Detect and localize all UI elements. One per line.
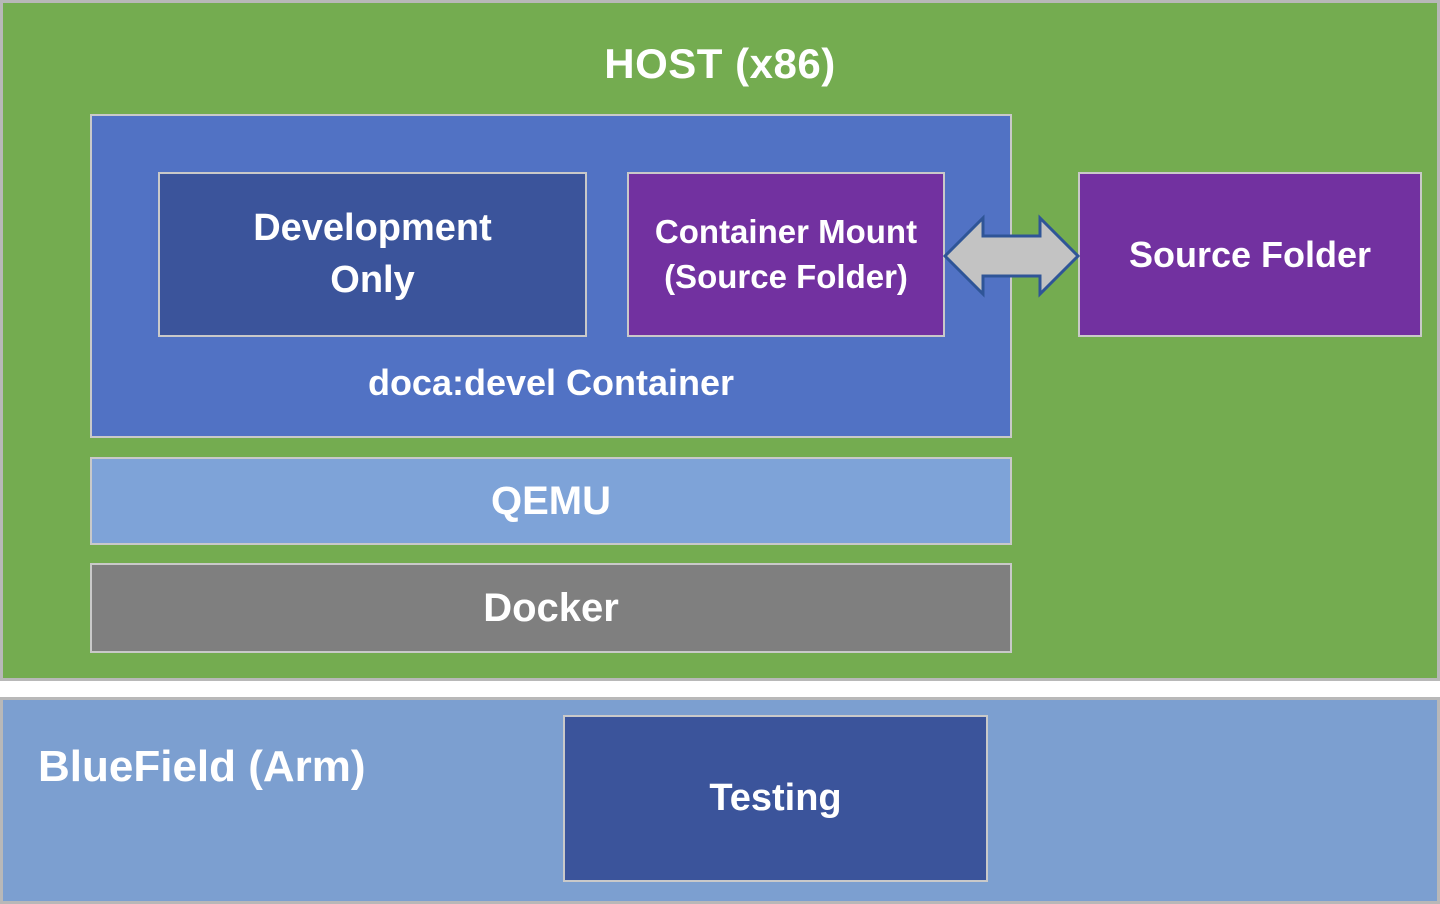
source-folder-label: Source Folder: [1128, 233, 1372, 275]
docker-box: Docker: [90, 563, 1012, 653]
bidirectional-arrow-icon: [942, 212, 1081, 300]
source-folder-box: Source Folder: [1078, 172, 1422, 337]
development-only-box: Development Only: [158, 172, 587, 337]
container-mount-label: Container Mount (Source Folder): [654, 212, 918, 295]
qemu-box: QEMU: [90, 457, 1012, 545]
doca-devel-container-label: doca:devel Container: [367, 362, 735, 403]
bluefield-title: BlueField (Arm): [38, 742, 366, 791]
bluefield-box: BlueField (Arm) Testing: [0, 697, 1440, 904]
doca-devel-container-box: Development Only Container Mount (Source…: [90, 114, 1012, 438]
container-mount-box: Container Mount (Source Folder): [627, 172, 945, 337]
qemu-label: QEMU: [491, 478, 611, 523]
development-only-label: Development Only: [253, 207, 492, 301]
host-title: HOST (x86): [604, 40, 836, 87]
host-box: HOST (x86) Development Only Container Mo…: [0, 0, 1440, 681]
docker-label: Docker: [483, 585, 619, 630]
testing-box: Testing: [563, 715, 988, 882]
testing-label: Testing: [709, 777, 842, 819]
